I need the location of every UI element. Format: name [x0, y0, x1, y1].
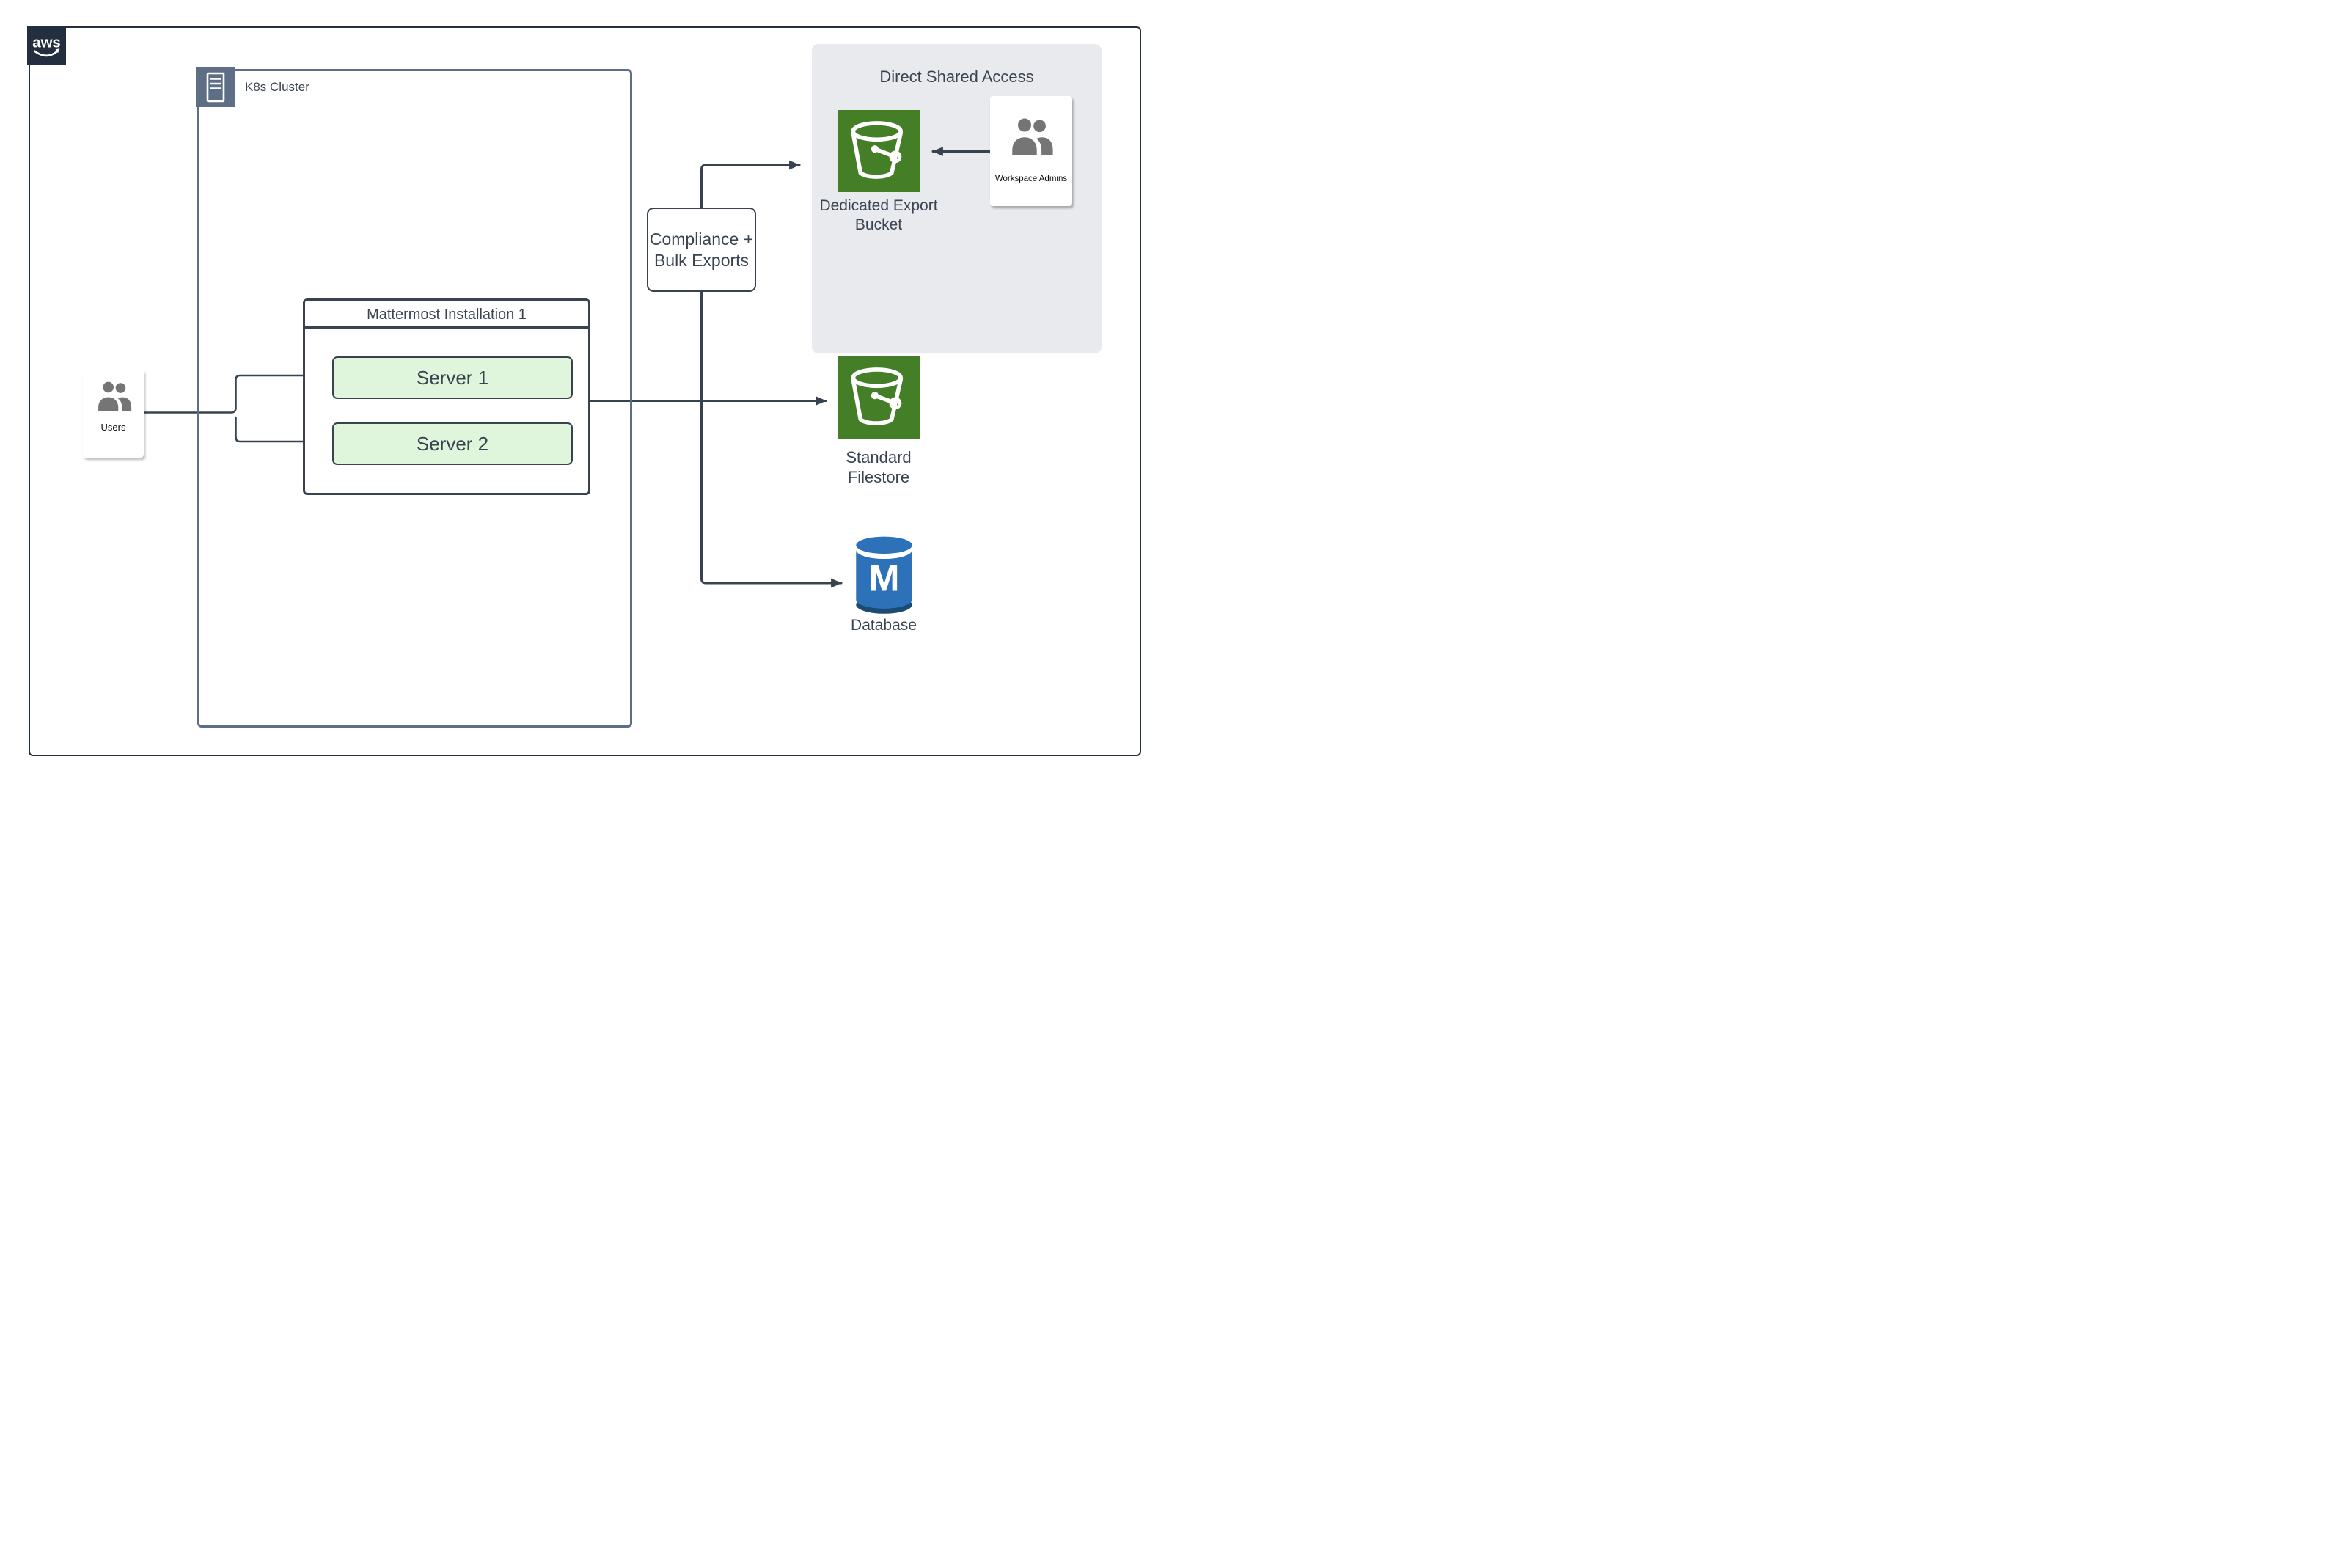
workspace-admins-node: Workspace Admins — [990, 96, 1072, 206]
aws-logo-icon: aws — [32, 35, 61, 57]
database-monogram: M — [869, 557, 900, 598]
mattermost-installation-title: Mattermost Installation 1 — [305, 301, 588, 329]
aws-logo: aws — [27, 26, 66, 65]
server-1-node: Server 1 — [332, 356, 573, 399]
dedicated-export-bucket-node — [838, 110, 920, 192]
k8s-cluster-container — [197, 69, 632, 728]
users-label: Users — [100, 422, 126, 433]
mattermost-installation-container: Mattermost Installation 1 Server 1 Serve… — [303, 298, 590, 495]
database-cylinder-icon: M — [856, 536, 912, 614]
direct-shared-access-title: Direct Shared Access — [879, 67, 1034, 86]
server-rack-icon — [206, 72, 225, 103]
dedicated-export-bucket-label: Dedicated Export Bucket — [819, 197, 938, 233]
users-icon — [98, 381, 131, 411]
s3-bucket-icon — [851, 367, 903, 425]
database-node: M — [852, 535, 916, 618]
aws-logo-text: aws — [32, 35, 61, 51]
aws-cloud-boundary — [29, 26, 1141, 756]
database-label: Database — [851, 617, 917, 634]
workspace-admins-label: Workspace Admins — [994, 175, 1068, 183]
compliance-line-1: Compliance + — [649, 229, 754, 249]
compliance-line-2: Bulk Exports — [653, 250, 750, 270]
workspace-admins-icon — [1012, 118, 1053, 155]
compliance-bulk-exports-node: Compliance + Bulk Exports — [647, 208, 756, 292]
s3-bucket-icon — [851, 121, 903, 179]
server-2-node: Server 2 — [332, 422, 573, 465]
standard-filestore-label: Standard Filestore — [846, 448, 912, 486]
diagram-canvas: aws K8s Cluster Users Mattermost Install… — [0, 0, 1169, 784]
k8s-cluster-label: K8s Cluster — [245, 80, 309, 94]
standard-filestore-node — [838, 356, 920, 439]
users-node: Users — [83, 370, 144, 458]
k8s-cluster-badge — [196, 67, 235, 107]
